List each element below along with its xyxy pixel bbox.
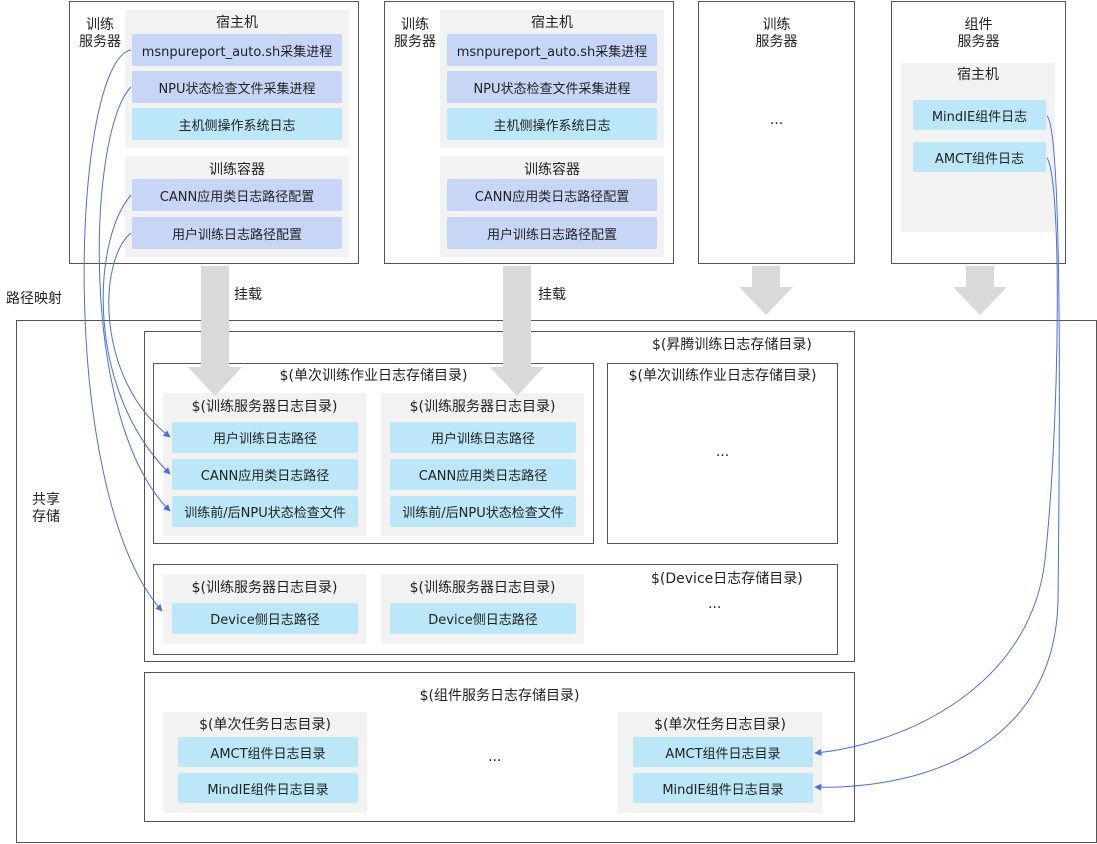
training-server-3-ellipsis: ... bbox=[769, 112, 784, 128]
component-log-dir-title: $(组件服务日志存储目录) bbox=[419, 688, 580, 704]
collect-process-pill-2: msnpureport_auto.sh采集进程 bbox=[447, 34, 657, 66]
user-train-config-pill-1: 用户训练日志路径配置 bbox=[132, 217, 342, 249]
component-host-title: 宿主机 bbox=[957, 67, 999, 83]
training-server-2-label: 训练 服务器 bbox=[394, 17, 436, 50]
training-server-3 bbox=[698, 1, 855, 264]
amct-dir-pill-1: AMCT组件日志目录 bbox=[178, 737, 358, 767]
npu-check-file-1: 训练前/后NPU状态检查文件 bbox=[172, 496, 358, 527]
mapping-mindie bbox=[814, 115, 1060, 791]
path-mapping-label: 路径映射 bbox=[6, 291, 62, 307]
user-train-log-path-1: 用户训练日志路径 bbox=[172, 422, 358, 453]
cann-log-path-1: CANN应用类日志路径 bbox=[172, 459, 358, 490]
amct-log-pill: AMCT组件日志 bbox=[913, 142, 1046, 172]
mount-arrow-4 bbox=[953, 266, 1007, 315]
device-server-dir-1-title: $(训练服务器日志目录) bbox=[191, 580, 338, 596]
user-train-config-pill-2: 用户训练日志路径配置 bbox=[447, 217, 657, 249]
device-log-path-1: Device侧日志路径 bbox=[172, 603, 358, 634]
mount-label-2: 挂载 bbox=[538, 287, 566, 303]
mindie-dir-pill-1: MindIE组件日志目录 bbox=[178, 773, 358, 803]
server-log-dir-1-title: $(训练服务器日志目录) bbox=[191, 399, 338, 415]
task-log-dir-2-title: $(单次任务日志目录) bbox=[654, 717, 786, 733]
task-log-dir-1-title: $(单次任务日志目录) bbox=[199, 717, 331, 733]
server-log-dir-2-title: $(训练服务器日志目录) bbox=[409, 399, 556, 415]
training-server-1-label: 训练 服务器 bbox=[79, 17, 121, 50]
device-server-dir-2-title: $(训练服务器日志目录) bbox=[409, 580, 556, 596]
shared-storage-label: 共享 存储 bbox=[32, 492, 60, 525]
user-train-log-path-2: 用户训练日志路径 bbox=[390, 422, 576, 453]
mount-arrow-3 bbox=[739, 266, 793, 315]
amct-dir-pill-2: AMCT组件日志目录 bbox=[633, 737, 813, 767]
mapping-user-train bbox=[108, 232, 171, 438]
collect-process-pill-1: msnpureport_auto.sh采集进程 bbox=[132, 34, 342, 66]
os-log-pill-1: 主机侧操作系统日志 bbox=[132, 108, 342, 140]
component-log-dir-ellipsis: ... bbox=[488, 749, 502, 765]
mapping-cann bbox=[102, 194, 171, 475]
cann-config-pill-1: CANN应用类日志路径配置 bbox=[132, 179, 342, 211]
mapping-amct bbox=[814, 157, 1058, 756]
component-server-label: 组件 服务器 bbox=[957, 17, 1000, 50]
job-log-dir-2-ellipsis: ... bbox=[715, 444, 730, 460]
job-log-dir-2 bbox=[607, 363, 838, 544]
mapping-npu-check bbox=[98, 86, 171, 512]
mindie-log-pill: MindIE组件日志 bbox=[913, 100, 1046, 130]
device-log-path-2: Device侧日志路径 bbox=[390, 603, 576, 634]
device-log-dir-title: $(Device日志存储目录) bbox=[651, 571, 803, 587]
mindie-dir-pill-2: MindIE组件日志目录 bbox=[633, 773, 813, 803]
mapping-device bbox=[83, 49, 163, 612]
device-log-dir-ellipsis: ... bbox=[708, 596, 722, 612]
host-title-2: 宿主机 bbox=[531, 15, 573, 31]
host-title-1: 宿主机 bbox=[216, 15, 258, 31]
os-log-pill-2: 主机侧操作系统日志 bbox=[447, 108, 657, 140]
cann-config-pill-2: CANN应用类日志路径配置 bbox=[447, 179, 657, 211]
container-title-2: 训练容器 bbox=[524, 162, 580, 178]
ascend-log-dir-title: $(昇腾训练日志存储目录) bbox=[652, 337, 812, 353]
mount-arrow-2 bbox=[490, 266, 544, 396]
mount-arrow-1 bbox=[188, 266, 242, 396]
job-log-dir-2-title: $(单次训练作业日志存储目录) bbox=[628, 368, 817, 384]
mount-label-1: 挂载 bbox=[234, 287, 262, 303]
cann-log-path-2: CANN应用类日志路径 bbox=[390, 459, 576, 490]
training-server-3-label: 训练 服务器 bbox=[755, 17, 798, 50]
npu-check-process-pill-2: NPU状态检查文件采集进程 bbox=[447, 71, 657, 103]
npu-check-file-2: 训练前/后NPU状态检查文件 bbox=[390, 496, 576, 527]
npu-check-process-pill-1: NPU状态检查文件采集进程 bbox=[132, 71, 342, 103]
job-log-dir-1-title: $(单次训练作业日志存储目录) bbox=[279, 368, 468, 384]
container-title-1: 训练容器 bbox=[209, 162, 265, 178]
